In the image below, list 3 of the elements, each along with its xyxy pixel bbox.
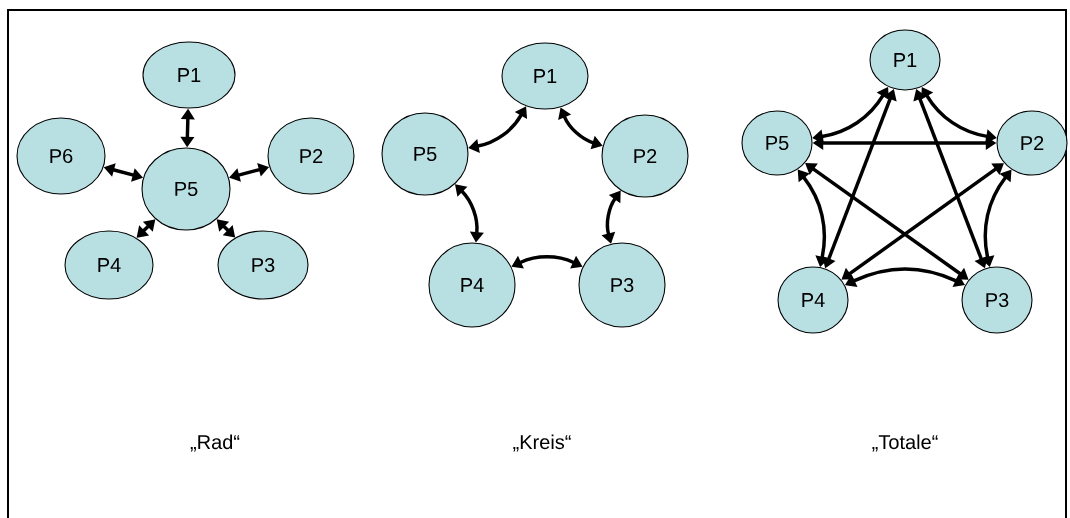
caption: „Rad“ (190, 434, 240, 452)
caption: „Totale“ (872, 434, 938, 452)
caption: „Kreis“ (513, 434, 571, 452)
